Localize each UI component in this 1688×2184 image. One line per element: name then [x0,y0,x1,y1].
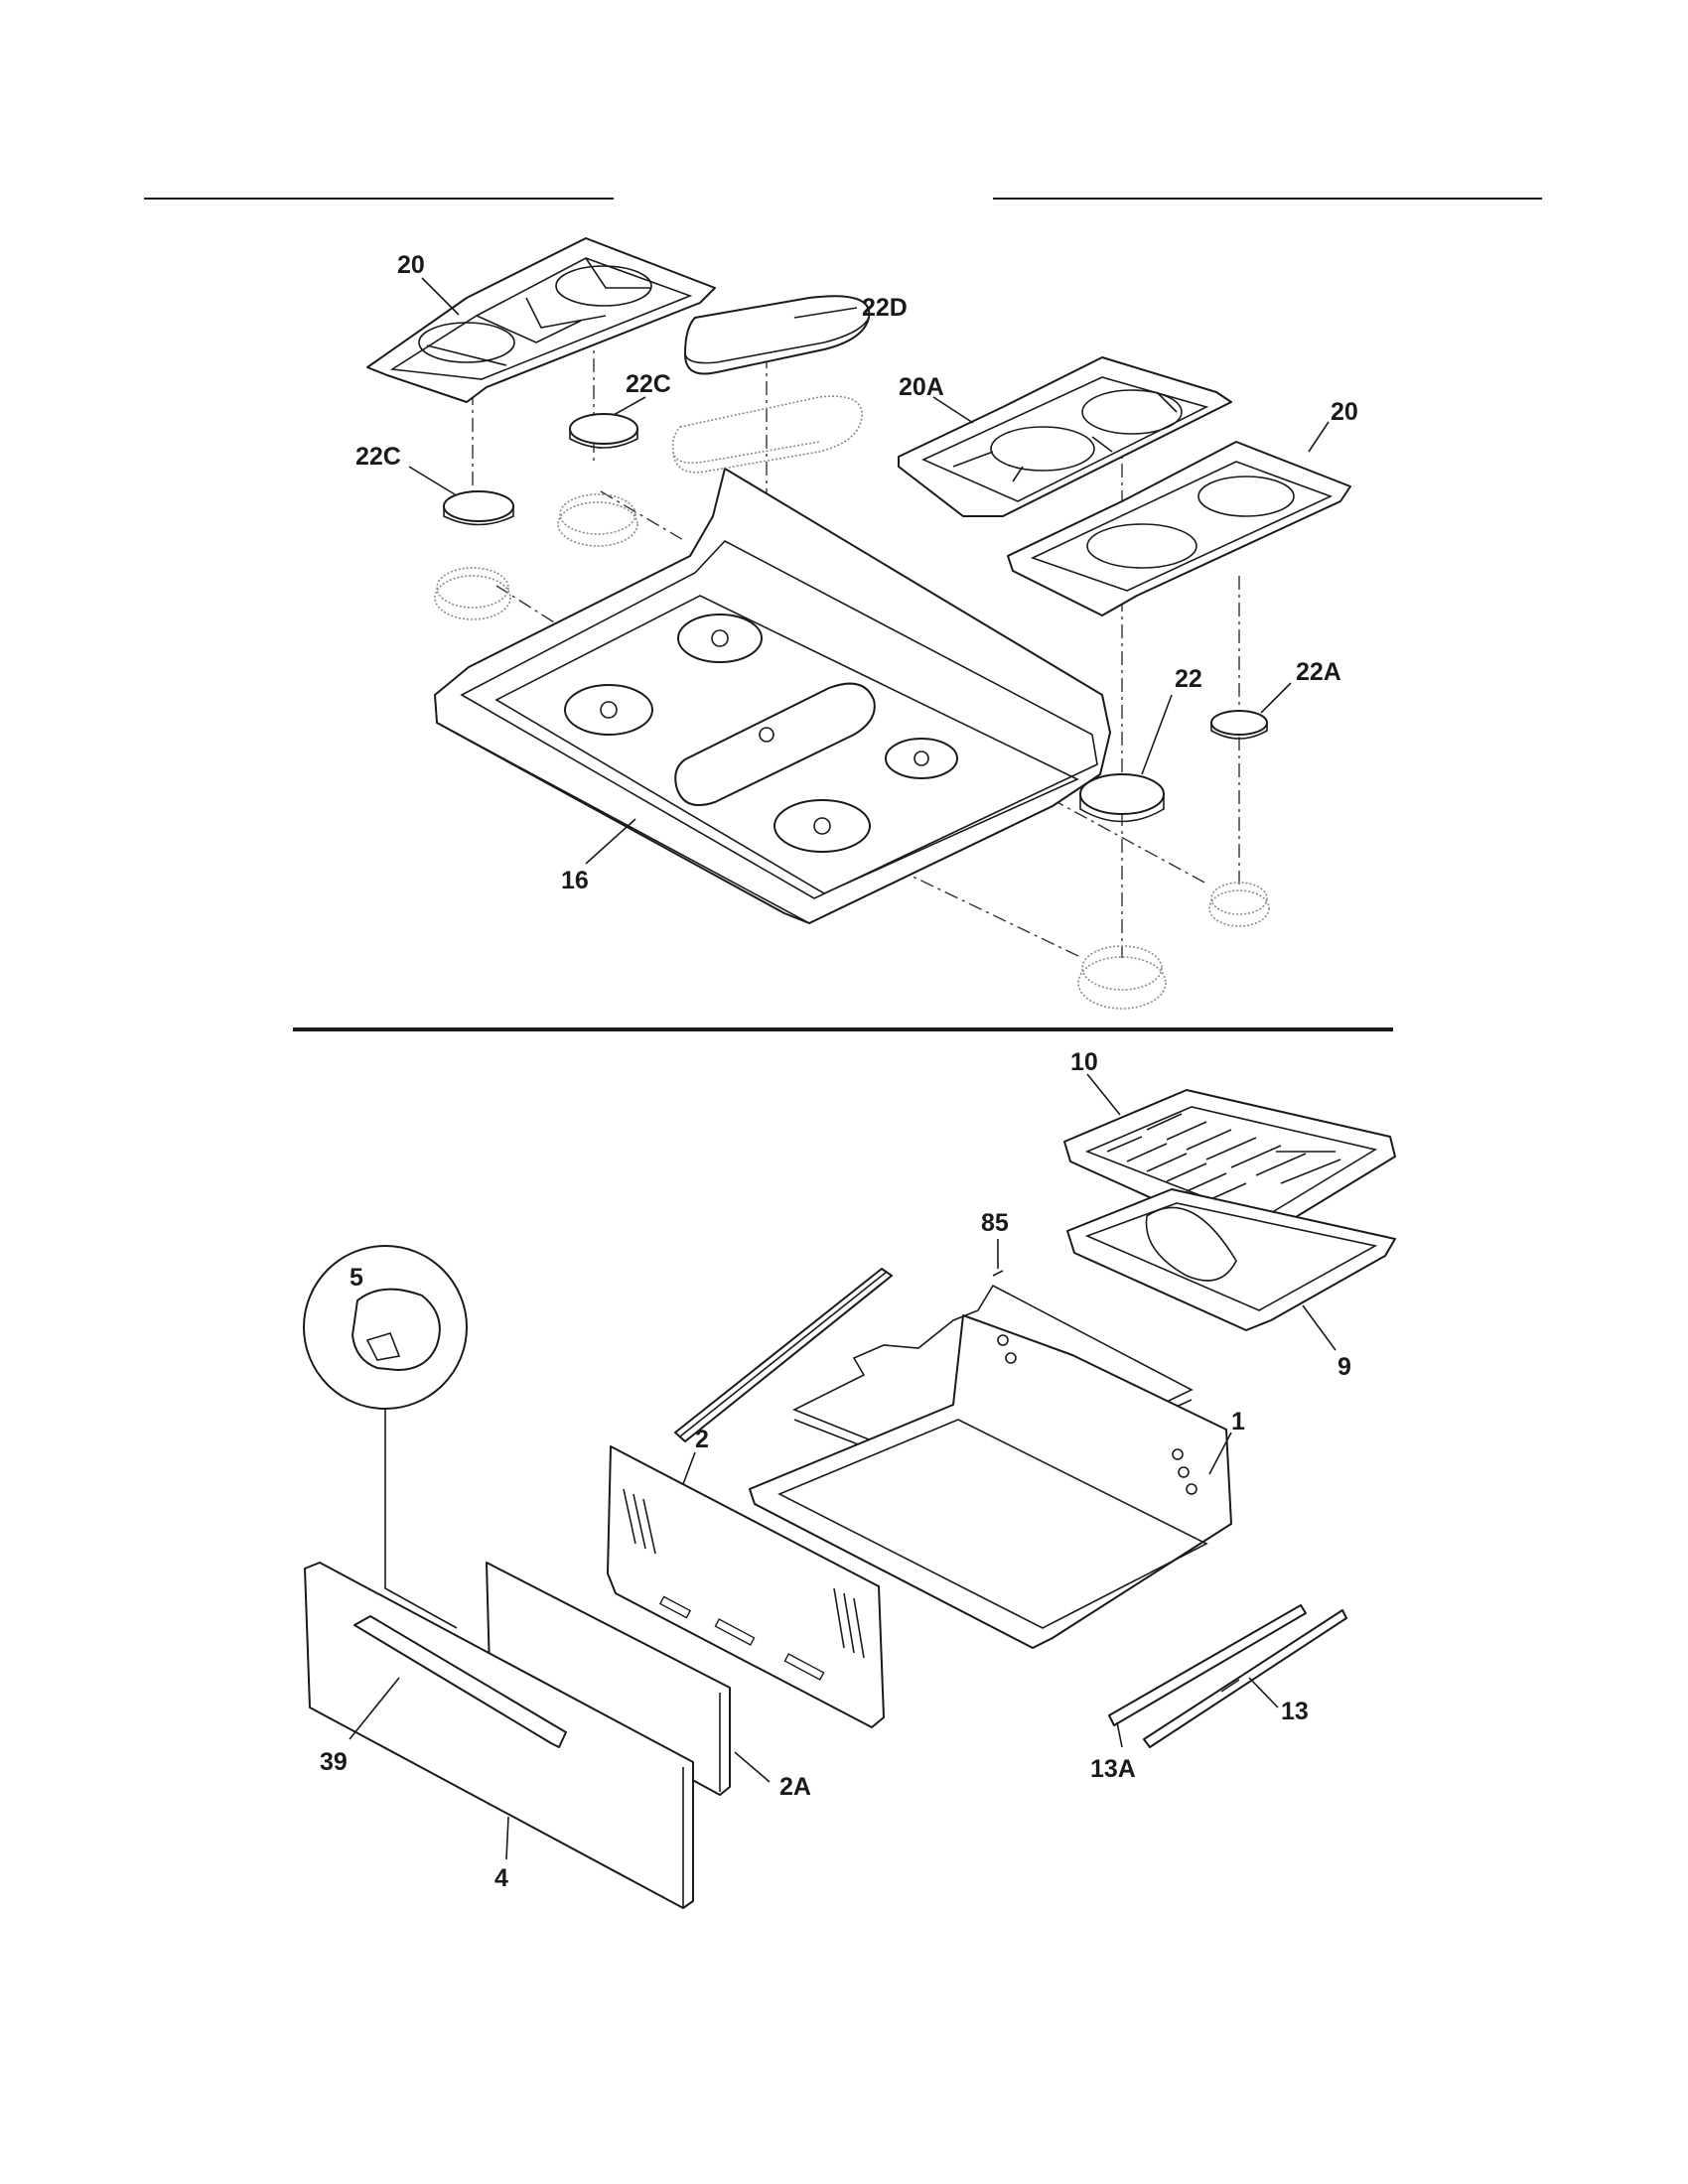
oval-burner-port [674,682,876,806]
callout-22: 22 [1175,665,1202,693]
oval-burner-cap [684,295,871,375]
burner-cap-22a [1210,710,1268,740]
callout-16: 16 [561,867,589,894]
callout-10: 10 [1070,1048,1098,1076]
callout-2: 2 [695,1426,709,1453]
drawer-inner-panel [486,1562,731,1796]
broiler-pan [1066,1188,1396,1331]
broiler-grid-slots [1106,1113,1341,1202]
burner-cap-22 [1079,773,1165,823]
callout-39: 39 [320,1748,348,1776]
oven-callouts: 10 85 5 9 1 2 39 2A 4 13 13A [320,1048,1351,1892]
oven-section [303,1089,1396,1909]
burner-grate-left [366,237,716,403]
drawer-handle [353,1615,567,1748]
oven-bottom-panel [749,1314,1232,1649]
cooktop-main-top [434,468,1111,924]
drawer-knob [352,1288,441,1371]
callout-85: 85 [981,1209,1009,1237]
callout-2a: 2A [779,1773,811,1801]
burner-cap-22c-front [443,490,514,526]
drawer-slide-rail-13 [1143,1609,1347,1748]
cooktop-section [366,237,1351,1010]
burner-head-ghosts [434,493,1270,1010]
callout-9: 9 [1337,1353,1351,1381]
drawer-slide-rail-13a [1108,1604,1307,1726]
callout-1: 1 [1231,1408,1245,1435]
burner-port-left-rear [677,614,763,663]
callout-5: 5 [350,1264,363,1292]
drawer-slide-rail-upper [674,1268,893,1442]
burner-port-right-front [774,799,871,853]
callout-22c-front: 22C [355,443,401,471]
cooktop-callouts: 20 22D 22C 20A 20 22C 16 22 22A [355,251,1358,894]
callout-20-right: 20 [1331,398,1358,426]
callout-22c-rear: 22C [626,370,671,398]
burner-cap-22c-rear [569,413,638,449]
burner-grate-right [1007,441,1351,616]
callout-22a: 22A [1296,658,1341,686]
callout-20a: 20A [899,373,944,401]
detail-view-circle [303,1245,468,1629]
oval-burner-base-ghost [671,395,863,474]
callout-13: 13 [1281,1698,1309,1725]
callout-13a: 13A [1090,1755,1136,1783]
burner-port-left-front [564,684,653,736]
drawer-back-panel [607,1445,885,1728]
callout-22d: 22D [862,294,908,322]
burner-port-right-rear [885,738,958,779]
callout-4: 4 [494,1864,508,1892]
callout-20-left: 20 [397,251,425,279]
burner-grate-center [898,356,1232,517]
